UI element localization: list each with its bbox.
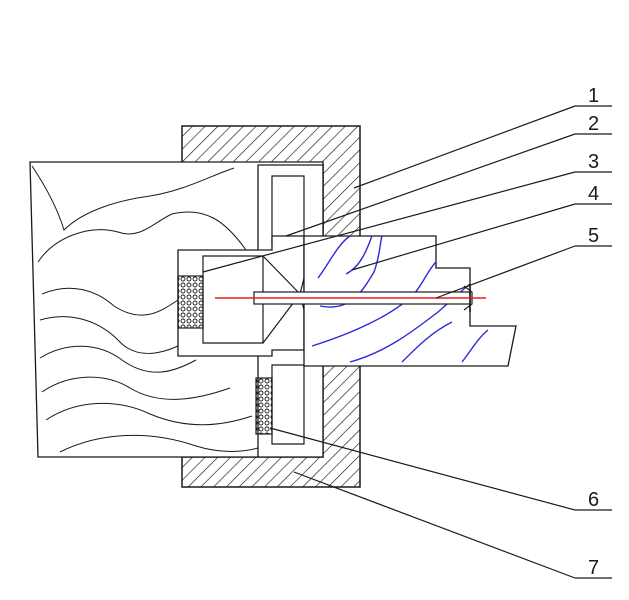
- label-5: 5: [588, 225, 599, 247]
- label-1: 1: [588, 85, 599, 107]
- sleeve-lower-slot: [271, 364, 305, 445]
- left-porous-insert: [177, 275, 204, 329]
- label-7: 7: [588, 557, 599, 579]
- label-4: 4: [588, 183, 599, 205]
- left-wood-grain: [31, 165, 259, 453]
- lower-porous-insert: [255, 377, 273, 435]
- label-6: 6: [588, 489, 599, 511]
- label-2: 2: [588, 113, 599, 135]
- leader-lines: [202, 105, 612, 579]
- sleeve-inner-slot: [271, 175, 305, 246]
- label-3: 3: [588, 151, 599, 173]
